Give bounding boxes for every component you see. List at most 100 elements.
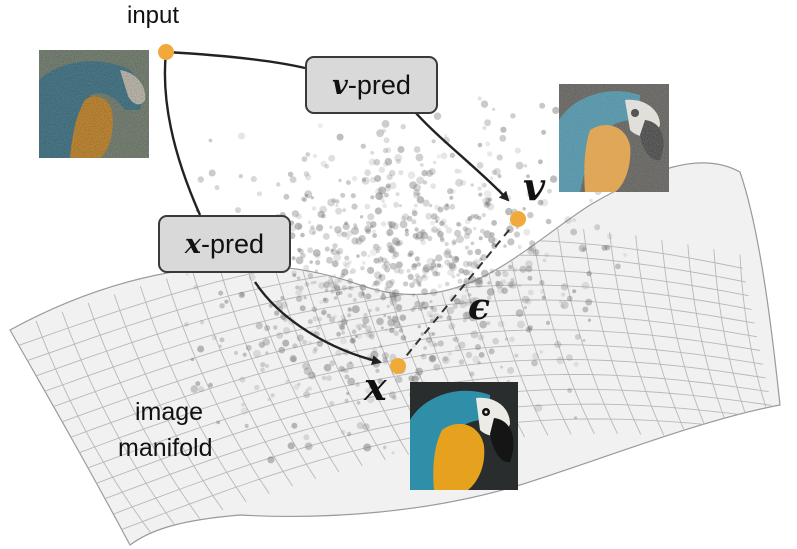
scatter-point (344, 255, 350, 261)
scatter-point (507, 281, 514, 288)
scatter-point (495, 281, 504, 289)
scatter-point (197, 176, 204, 183)
scatter-point (421, 301, 429, 310)
scatter-point (351, 226, 359, 235)
scatter-point (218, 290, 224, 296)
scatter-point (435, 254, 443, 262)
v-pred-to-v-arrow (414, 111, 510, 202)
scatter-point (457, 278, 463, 284)
scatter-point (398, 204, 402, 208)
scatter-point (435, 216, 440, 222)
scatter-point (426, 257, 435, 266)
grid-line (609, 232, 665, 436)
scatter-point (435, 219, 439, 224)
scatter-point (566, 354, 573, 361)
scatter-point (414, 256, 420, 262)
scatter-point (437, 263, 442, 268)
scatter-point (265, 364, 269, 368)
scatter-point (581, 281, 590, 290)
scatter-point (414, 273, 420, 278)
scatter-point (398, 268, 404, 275)
scatter-point (358, 291, 366, 299)
scatter-point (461, 294, 468, 301)
scatter-point (462, 226, 468, 232)
scatter-point (382, 359, 389, 365)
scatter-point (420, 353, 427, 360)
scatter-point (291, 270, 297, 276)
scatter-point (502, 270, 509, 278)
scatter-point (526, 190, 533, 198)
scatter-point (338, 178, 342, 183)
grid-line (635, 235, 688, 438)
scatter-point (305, 152, 311, 157)
scatter-point (310, 225, 315, 230)
scatter-point (298, 285, 304, 291)
scatter-point (429, 355, 436, 362)
scatter-point (310, 196, 314, 200)
scatter-point (367, 330, 375, 338)
scatter-point (485, 202, 489, 206)
scatter-point (505, 207, 513, 216)
scatter-point (407, 273, 414, 280)
scatter-point (423, 346, 427, 350)
scatter-point (496, 154, 503, 161)
scatter-point (523, 228, 531, 236)
scatter-point (366, 220, 371, 226)
scatter-point (491, 220, 497, 226)
scatter-point (430, 288, 438, 296)
scatter-point (464, 311, 473, 320)
scatter-point (346, 230, 353, 237)
scatter-point (491, 169, 497, 176)
scatter-point (349, 270, 353, 275)
scatter-point (411, 210, 418, 217)
scatter-point (308, 227, 317, 236)
scatter-point (378, 273, 386, 281)
scatter-point (451, 255, 460, 264)
scatter-point (509, 336, 515, 343)
scatter-point (486, 202, 495, 211)
scatter-point (304, 193, 309, 198)
scatter-point (478, 352, 485, 358)
scatter-point (435, 228, 441, 235)
scatter-point (469, 313, 477, 322)
scatter-point (421, 288, 428, 296)
scatter-point (315, 325, 321, 330)
scatter-point (446, 262, 453, 268)
scatter-point (224, 299, 229, 304)
scatter-point (341, 331, 346, 335)
scatter-point (390, 293, 397, 300)
scatter-point (472, 296, 480, 304)
scatter-point (359, 284, 367, 291)
scatter-point (412, 278, 419, 284)
scatter-point (250, 176, 257, 183)
scatter-point (355, 237, 363, 245)
scatter-point (258, 341, 266, 348)
scatter-point (432, 270, 438, 277)
scatter-point (428, 339, 436, 347)
scatter-point (253, 349, 261, 358)
scatter-point (566, 295, 573, 302)
grid-line (52, 299, 755, 408)
scatter-point (397, 240, 404, 246)
scatter-point (300, 232, 305, 238)
scatter-point (587, 318, 592, 322)
scatter-point (353, 225, 359, 230)
scatter-point (305, 174, 312, 181)
scatter-point (378, 194, 385, 201)
scatter-point (547, 188, 552, 194)
scatter-point (528, 245, 535, 252)
scatter-point (383, 286, 389, 291)
scatter-point (338, 276, 342, 280)
scatter-point (438, 232, 443, 237)
manifold-label-line1: image (135, 398, 204, 426)
scatter-point (294, 222, 302, 230)
scatter-point (487, 197, 493, 202)
scatter-point (360, 266, 365, 271)
scatter-point (394, 154, 403, 162)
scatter-point (365, 388, 371, 394)
scatter-point (477, 142, 483, 148)
scatter-point (384, 157, 393, 166)
scatter-point (497, 174, 502, 179)
scatter-point (429, 314, 433, 318)
scatter-point (414, 203, 418, 208)
